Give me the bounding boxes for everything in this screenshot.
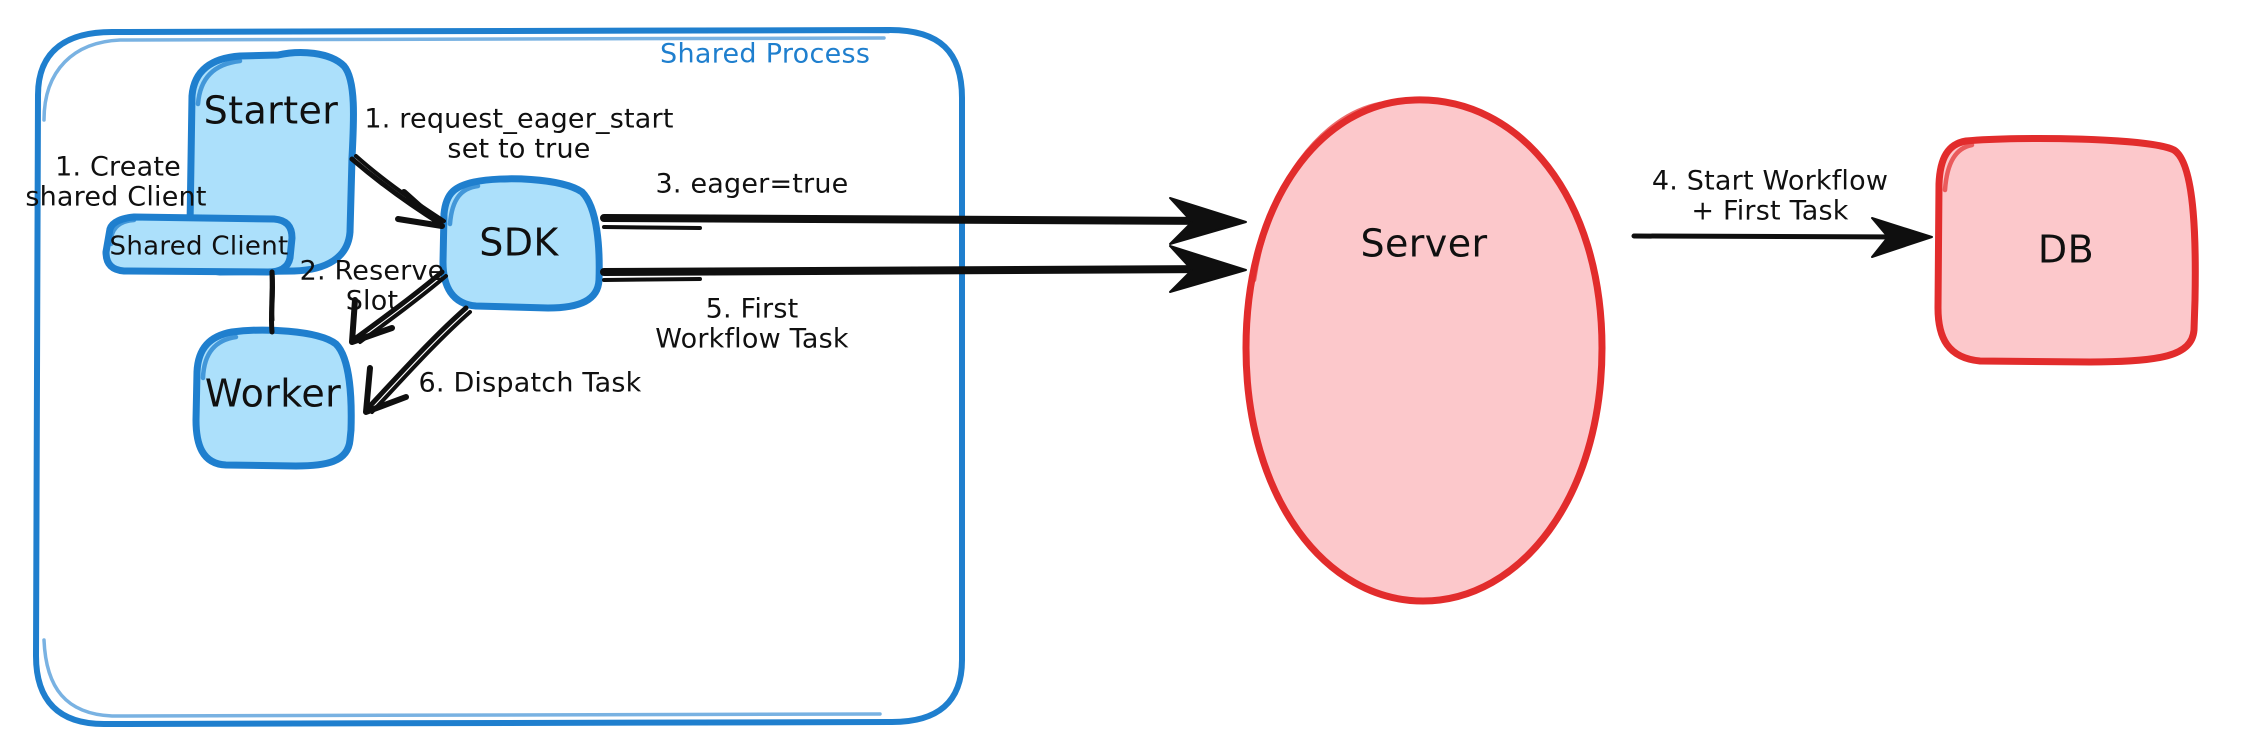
edge-label-request-eager-start-2: set to true	[447, 134, 590, 165]
edge-sdk-to-worker-reserve-slot: 2. Reserve Slot	[300, 256, 448, 345]
edge-label-start-workflow-1: 4. Start Workflow	[1652, 166, 1888, 197]
node-server-label: Server	[1360, 222, 1487, 266]
node-worker[interactable]: Worker	[192, 326, 355, 470]
edge-label-reserve-slot-2: Slot	[346, 286, 399, 317]
edge-label-first-workflow-task-1: 5. First	[706, 294, 799, 325]
group-border-accent-2	[42, 638, 882, 718]
edge-label-start-workflow-2: + First Task	[1691, 196, 1848, 227]
node-shared-client[interactable]: Shared Client	[102, 213, 296, 276]
group-border-accent	[42, 36, 886, 122]
group-border	[33, 27, 965, 727]
group-label: Shared Process	[660, 39, 870, 70]
edge-label-reserve-slot-1: 2. Reserve	[300, 256, 445, 287]
edge-sdk-to-server-eager: 3. eager=true	[600, 169, 1247, 245]
edge-label-create-shared-client: 1. Create shared Client	[25, 152, 206, 213]
node-starter-label: Starter	[204, 89, 339, 133]
edge-sdk-to-server-first-task: 5. First Workflow Task	[600, 245, 1247, 355]
edge-label-request-eager-start-1: 1. request_eager_start	[364, 104, 673, 135]
node-db-label: DB	[2038, 228, 2094, 272]
node-server[interactable]: Server	[1242, 96, 1606, 605]
edge-starter-shared-client-worker	[268, 269, 276, 335]
edge-server-to-db: 4. Start Workflow + First Task	[1631, 166, 1933, 258]
edge-label-first-workflow-task-2: Workflow Task	[655, 324, 849, 355]
node-shared-client-label: Shared Client	[110, 232, 289, 262]
edge-starter-to-sdk: 1. request_eager_start set to true	[349, 104, 673, 229]
edge-label-dispatch-task: 6. Dispatch Task	[419, 368, 642, 399]
node-sdk[interactable]: SDK	[439, 175, 603, 312]
group-shared-process[interactable]: Shared Process	[33, 27, 965, 727]
node-sdk-label: SDK	[479, 221, 559, 265]
node-worker-label: Worker	[205, 372, 341, 416]
edge-sdk-to-worker-dispatch-task: 6. Dispatch Task	[363, 305, 642, 415]
edge-label-create-shared-client-1: 1. Create	[55, 152, 181, 183]
edge-label-eager-true: 3. eager=true	[656, 169, 849, 200]
node-db[interactable]: DB	[1934, 134, 2199, 366]
edge-label-create-shared-client-2: shared Client	[25, 182, 206, 213]
